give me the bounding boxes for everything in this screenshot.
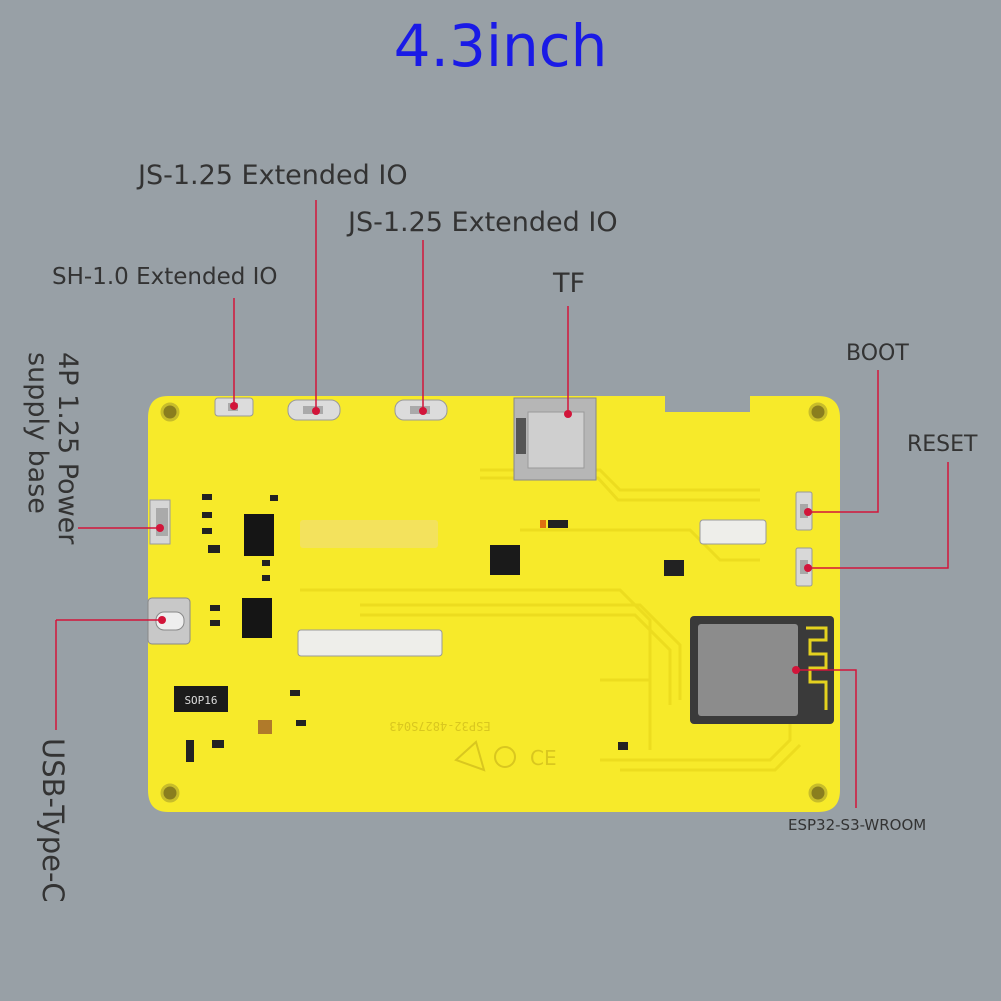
pcb-traces — [300, 468, 802, 772]
label-esp32: ESP32-S3-WROOM — [788, 816, 927, 834]
label-js-io-1: JS-1.25 Extended IO — [138, 160, 408, 191]
smd-components — [186, 494, 684, 762]
label-js-io-2: JS-1.25 Extended IO — [348, 207, 618, 238]
cert-marks: CE — [454, 740, 557, 772]
power-connector — [149, 499, 171, 545]
label-boot: BOOT — [846, 341, 909, 366]
leader-dots — [156, 402, 812, 674]
esp32-module — [690, 616, 834, 724]
label-sh-io: SH-1.0 Extended IO — [52, 264, 278, 290]
page-title: 4.3inch — [393, 12, 608, 80]
silkscreen-bar — [300, 520, 438, 548]
fpc-connector-small — [699, 519, 767, 545]
qfn-chip — [490, 545, 520, 575]
label-reset: RESET — [907, 432, 978, 457]
usb-c-port — [147, 597, 191, 645]
regulator-1 — [244, 514, 274, 556]
regulator-2 — [242, 598, 272, 638]
sop16-text: SOP16 — [184, 694, 217, 707]
label-tf: TF — [553, 268, 586, 299]
sop16-chip: SOP16 — [174, 686, 228, 712]
mounting-holes — [160, 402, 828, 803]
pcb-model-text: ESP32-4827S043 — [389, 719, 490, 733]
svg-text:CE: CE — [530, 746, 557, 770]
leader-lines — [55, 200, 949, 808]
fpc-connector-wide — [297, 629, 443, 657]
tf-card-slot — [513, 397, 597, 481]
